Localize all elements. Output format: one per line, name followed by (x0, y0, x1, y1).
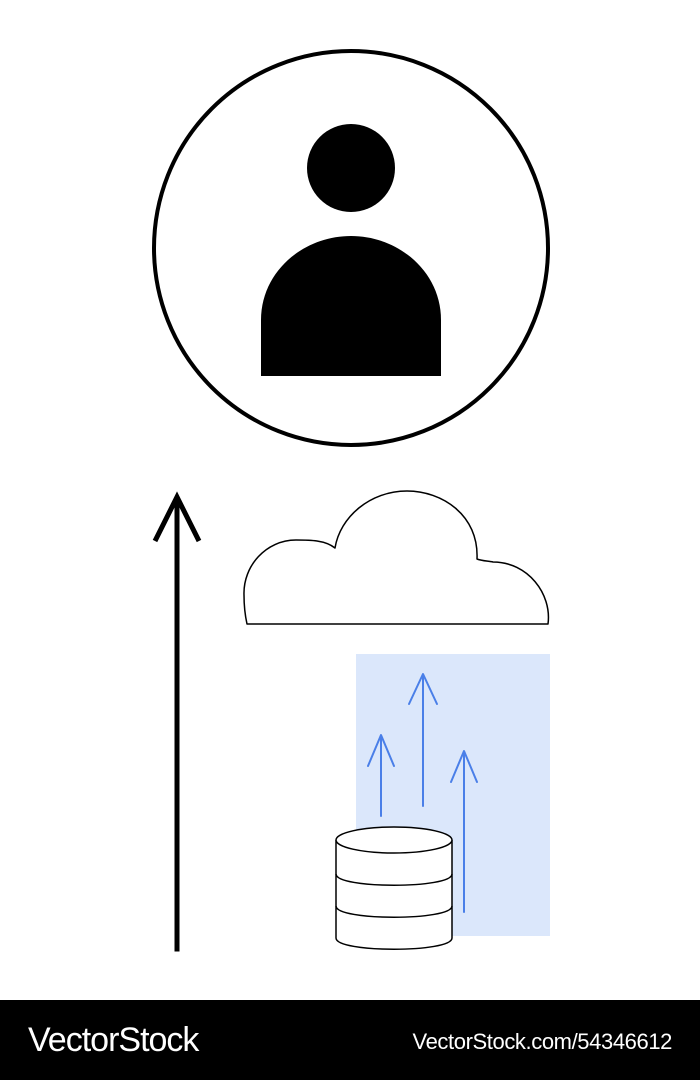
upload-arrow-center (408, 673, 438, 807)
avatar-body (261, 236, 441, 376)
watermark-id: VectorStock.com/54346612 (412, 1029, 673, 1054)
illustration (152, 49, 550, 952)
watermark-bar: VectorStock VectorStock.com/54346612 (0, 1000, 700, 1080)
database-icon (335, 826, 453, 950)
cloud-icon (243, 490, 550, 625)
avatar-head (307, 124, 395, 212)
upload-arrows-icon (367, 673, 478, 913)
upload-arrow-right (450, 750, 478, 913)
watermark-brand: VectorStock (28, 1021, 199, 1059)
avatar-circle (152, 49, 550, 447)
upload-arrow-left (367, 734, 395, 817)
arrow-up-icon (152, 491, 202, 952)
user-avatar-icon (152, 49, 550, 447)
